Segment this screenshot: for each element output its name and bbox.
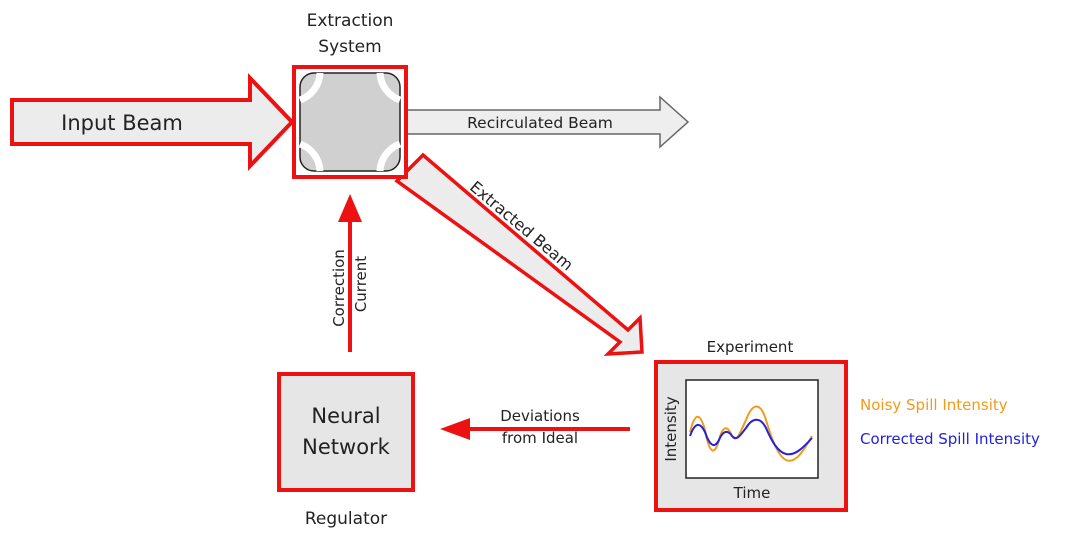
recirculated-beam-label: Recirculated Beam bbox=[467, 114, 613, 132]
extraction-title-line2: System bbox=[318, 37, 381, 57]
deviations-line2: from Ideal bbox=[502, 429, 578, 447]
input-beam-arrow: Input Beam bbox=[10, 73, 295, 171]
neural-network-line1: Neural bbox=[311, 404, 380, 428]
input-beam-label: Input Beam bbox=[61, 111, 183, 135]
deviations-arrow: Deviations from Ideal bbox=[440, 407, 630, 447]
deviations-line1: Deviations bbox=[500, 407, 580, 425]
legend: Noisy Spill Intensity Corrected Spill In… bbox=[860, 396, 1040, 448]
correction-current-arrow: Correction Current bbox=[330, 194, 370, 352]
extraction-poles-icon bbox=[298, 72, 402, 172]
recirculated-beam-arrow: Recirculated Beam bbox=[404, 95, 690, 149]
regulator-caption: Regulator bbox=[305, 509, 387, 529]
neural-network-line2: Network bbox=[302, 435, 391, 459]
correction-label-line1: Correction bbox=[330, 249, 348, 327]
experiment-title: Experiment bbox=[707, 338, 794, 356]
experiment-block: Experiment Intensity Time bbox=[654, 338, 848, 512]
legend-noisy-label: Noisy Spill Intensity bbox=[860, 396, 1008, 414]
experiment-plot-frame bbox=[685, 379, 819, 479]
extraction-element bbox=[299, 72, 401, 172]
experiment-x-label: Time bbox=[733, 484, 771, 502]
corrected-spill-curve bbox=[689, 418, 813, 456]
neural-network-block: Neural Network Regulator bbox=[277, 372, 415, 529]
extraction-system: Extraction System bbox=[292, 11, 408, 179]
extraction-title-line1: Extraction bbox=[307, 11, 394, 31]
legend-corrected-label: Corrected Spill Intensity bbox=[860, 430, 1040, 448]
correction-label-line2: Current bbox=[352, 256, 370, 312]
extracted-beam-arrow: Extracted Beam bbox=[394, 152, 644, 357]
experiment-y-label: Intensity bbox=[662, 396, 680, 461]
